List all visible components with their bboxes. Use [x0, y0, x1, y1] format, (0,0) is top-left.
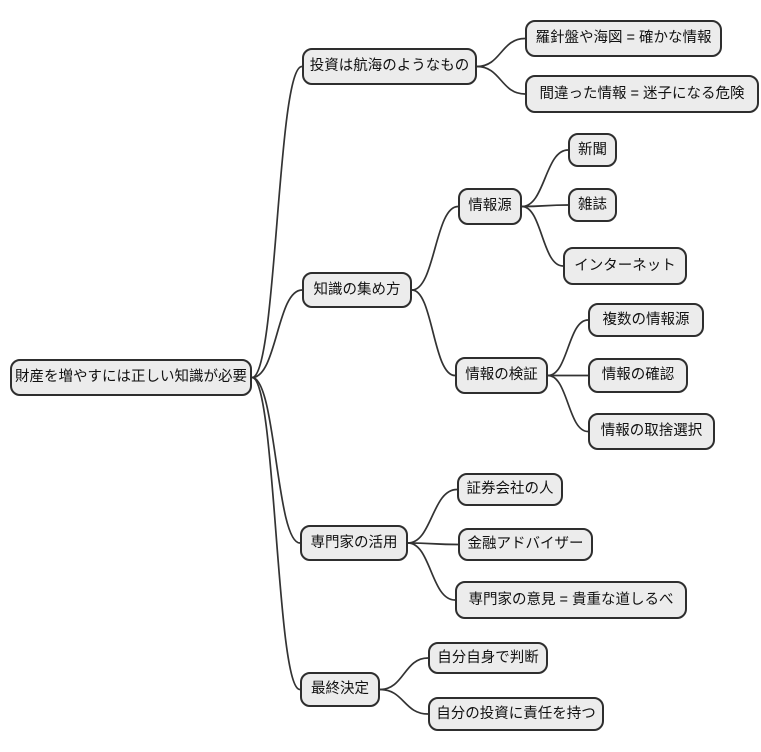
- edge-final-to-self-judge: [379, 657, 429, 691]
- node-magazine: 雑誌: [568, 188, 617, 222]
- edge-knowledge-to-verification: [411, 289, 456, 377]
- edge-sources-to-magazine: [521, 204, 569, 208]
- node-compass-charts: 羅針盤や海図 = 確かな情報: [525, 20, 722, 57]
- node-final-decision: 最終決定: [300, 672, 380, 707]
- node-expert-opinion: 専門家の意見 = 貴重な道しるべ: [455, 581, 687, 619]
- node-decide-yourself: 自分自身で判断: [428, 642, 548, 674]
- edge-verification-to-multiple: [547, 319, 589, 377]
- node-newspaper: 新聞: [568, 133, 617, 167]
- edge-sources-to-internet: [521, 205, 564, 267]
- node-wrong-info-risk: 間違った情報 = 迷子になる危険: [525, 75, 759, 113]
- edge-root-to-knowledge: [251, 289, 303, 379]
- node-expert-utilization: 専門家の活用: [300, 525, 408, 561]
- edge-voyage-to-wrong-info: [476, 65, 526, 95]
- node-internet: インターネット: [563, 247, 687, 285]
- edge-voyage-to-compass: [476, 37, 526, 68]
- node-root: 財産を増やすには正しい知識が必要: [10, 359, 252, 396]
- edge-root-to-final: [251, 376, 301, 691]
- edge-experts-to-securities: [407, 488, 458, 544]
- edge-verification-to-selection: [547, 374, 589, 433]
- node-investment-voyage: 投資は航海のようなもの: [302, 48, 477, 85]
- node-knowledge-gathering: 知識の集め方: [302, 272, 412, 308]
- node-info-sources: 情報源: [458, 188, 522, 225]
- node-info-selection: 情報の取捨選択: [588, 413, 715, 450]
- node-own-responsibility: 自分の投資に責任を持つ: [428, 697, 604, 731]
- node-financial-advisor: 金融アドバイザー: [458, 528, 593, 561]
- edge-final-to-responsibility: [379, 688, 429, 715]
- edge-experts-to-opinion: [407, 542, 456, 601]
- edge-root-to-experts: [251, 376, 301, 544]
- node-info-confirmation: 情報の確認: [588, 358, 688, 393]
- edge-root-to-voyage: [251, 65, 303, 379]
- edge-sources-to-newspaper: [521, 149, 569, 208]
- node-multiple-sources: 複数の情報源: [588, 303, 704, 337]
- edge-knowledge-to-sources: [411, 205, 459, 291]
- node-info-verification: 情報の検証: [455, 357, 548, 394]
- edge-experts-to-advisor: [407, 542, 459, 546]
- node-securities-person: 証券会社の人: [457, 473, 563, 506]
